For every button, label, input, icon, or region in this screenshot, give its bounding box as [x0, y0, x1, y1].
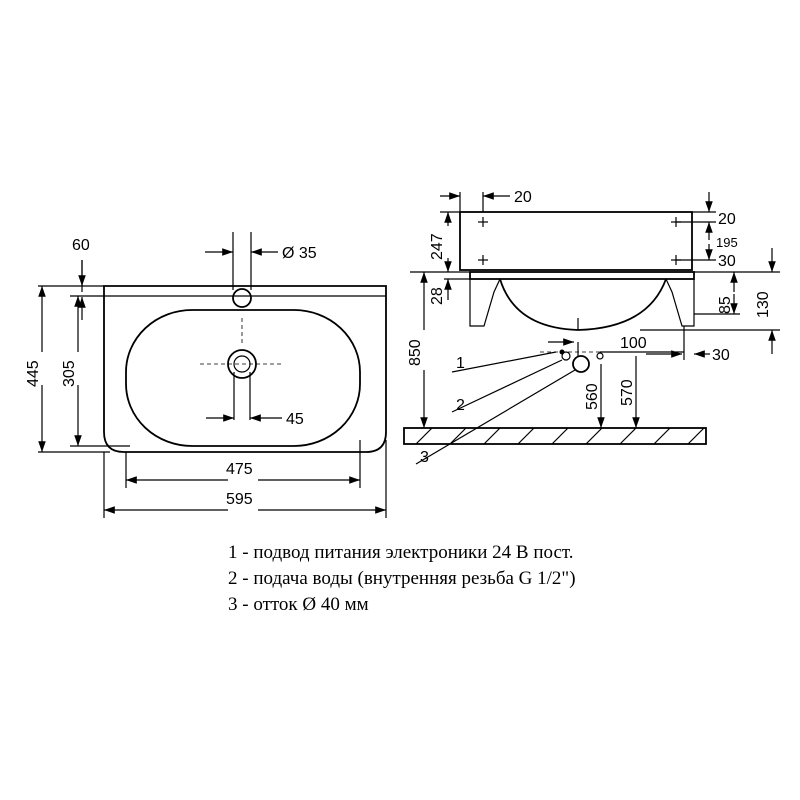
wall-panel [459, 211, 693, 271]
dim-30-low: 30 [712, 347, 730, 364]
dim-tap-diameter: Ø 35 [282, 245, 317, 262]
legend-item: 1 - подвод питания электроники 24 В пост… [228, 542, 574, 563]
mounting-screw [478, 217, 681, 265]
dim-195: 195 [716, 235, 738, 250]
dim-475: 475 [226, 461, 253, 478]
floor [403, 427, 707, 445]
callout-1: 1 [456, 355, 465, 372]
dim-305: 305 [61, 360, 78, 387]
dim-85: 85 [717, 296, 734, 314]
dim-100: 100 [620, 335, 647, 352]
legend-item: 3 - отток Ø 40 мм [228, 594, 369, 615]
drain-outlet [572, 355, 590, 373]
top-view: Ø 35 60 445 305 45 475 595 [25, 232, 387, 518]
dim-45: 45 [286, 411, 304, 428]
legend-item: 2 - подача воды (внутренняя резьба G 1/2… [228, 568, 576, 589]
callout-2: 2 [456, 397, 465, 414]
basin-section [499, 278, 667, 331]
dim-30-right: 30 [718, 253, 736, 270]
water-inlet-right [596, 352, 604, 360]
dim-595: 595 [226, 491, 253, 508]
tap-hole [232, 288, 252, 308]
dim-20-right: 20 [718, 211, 736, 228]
dim-850: 850 [407, 339, 424, 366]
dim-570: 570 [619, 379, 636, 406]
counter-slab [469, 271, 695, 280]
bracket-left [469, 278, 501, 327]
basin-top-outline [103, 285, 387, 453]
dim-445: 445 [25, 360, 42, 387]
water-inlet [561, 351, 571, 361]
basin-bowl [125, 309, 361, 447]
bracket-right [665, 278, 695, 327]
dim-560: 560 [584, 383, 601, 410]
legend: 1 - подвод питания электроники 24 В пост… [228, 540, 576, 618]
dim-28: 28 [429, 287, 446, 305]
dim-130: 130 [755, 291, 772, 318]
dim-60: 60 [72, 237, 90, 254]
dim-247: 247 [429, 233, 446, 260]
dim-20-top: 20 [514, 189, 532, 206]
side-view: 20 20 195 30 247 28 85 130 [403, 189, 780, 466]
callout-3: 3 [420, 449, 429, 466]
